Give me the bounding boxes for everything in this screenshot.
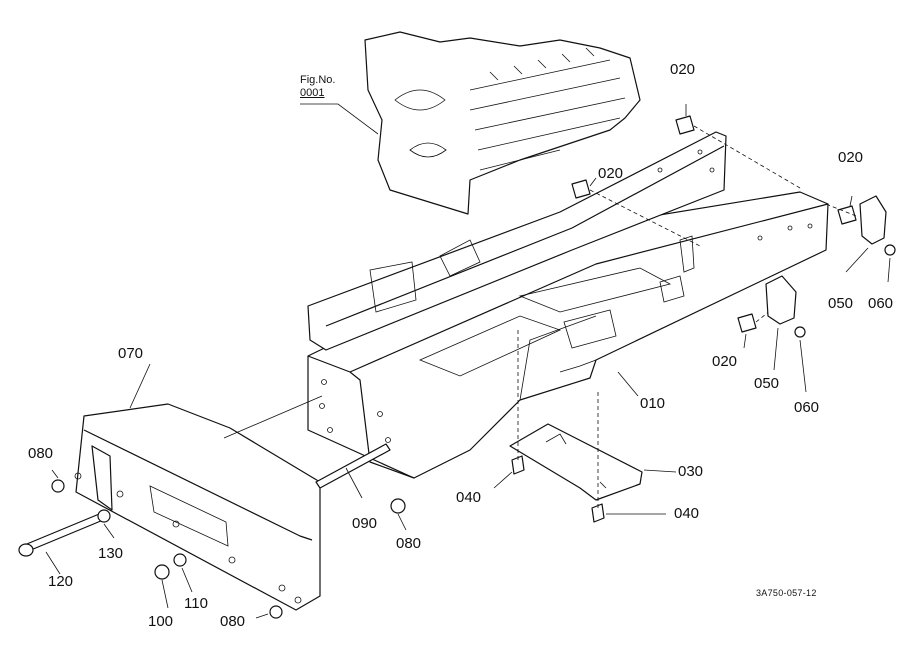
nuts-080 — [51, 469, 407, 619]
callout-050: 050 — [754, 375, 780, 392]
small-hardware — [97, 509, 193, 609]
callout-080: 080 — [220, 613, 246, 630]
callout-120: 120 — [48, 573, 74, 590]
plate-030 — [509, 423, 643, 501]
callout-040: 040 — [456, 489, 482, 506]
cross-members — [418, 235, 695, 377]
pin-090 — [315, 443, 391, 499]
callout-030: 030 — [678, 463, 704, 480]
drawing-code: 3A750-057-12 — [756, 588, 817, 598]
bolts-020 — [571, 104, 857, 349]
callout-090: 090 — [352, 515, 378, 532]
callout-060: 060 — [868, 295, 894, 312]
callout-100: 100 — [148, 613, 174, 630]
figure-reference: Fig.No. 0001 — [300, 74, 335, 100]
engine-outline — [364, 31, 641, 215]
callout-020: 020 — [712, 353, 738, 370]
callout-010: 010 — [640, 395, 666, 412]
callout-040: 040 — [674, 505, 700, 522]
figure-reference-number: 0001 — [300, 87, 325, 99]
callout-060: 060 — [794, 399, 820, 416]
bolts-040 — [493, 330, 666, 523]
callout-130: 130 — [98, 545, 124, 562]
clamps-050 — [765, 195, 896, 393]
callout-020: 020 — [598, 165, 624, 182]
fig-leader-line — [300, 103, 379, 135]
front-bracket-070 — [74, 395, 323, 611]
callout-080: 080 — [396, 535, 422, 552]
callout-080: 080 — [28, 445, 54, 462]
callout-020: 020 — [670, 61, 696, 78]
callout-110: 110 — [184, 595, 208, 612]
pin-120 — [18, 511, 109, 575]
callout-070: 070 — [118, 345, 144, 362]
figure-reference-label: Fig.No. — [300, 74, 336, 86]
upper-frame-rail — [307, 131, 727, 351]
callout-020: 020 — [838, 149, 864, 166]
leader-lines — [129, 363, 677, 473]
callout-050: 050 — [828, 295, 854, 312]
